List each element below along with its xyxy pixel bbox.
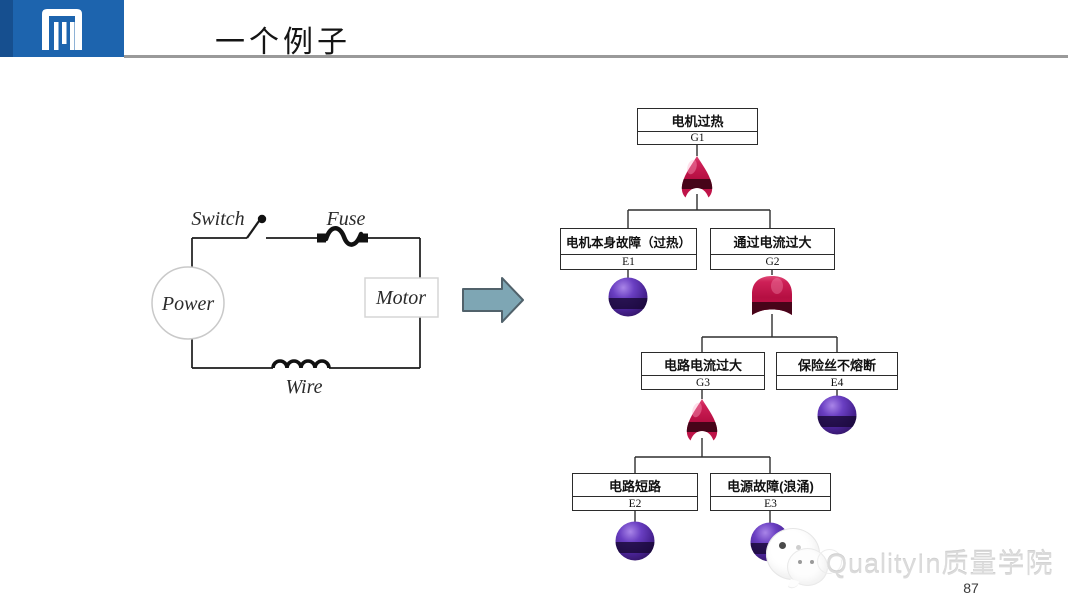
tree-node-label: 电路短路 xyxy=(608,478,661,494)
switch-symbol xyxy=(246,214,267,239)
tree-node-g3: 电路电流过大 G3 xyxy=(641,352,765,390)
switch-label: Switch xyxy=(191,208,244,230)
title-divider xyxy=(124,55,1068,58)
fuse-label: Fuse xyxy=(326,208,366,230)
tree-node-label: 电源故障(浪涌) xyxy=(727,478,814,494)
power-source-shape xyxy=(151,266,225,340)
bubble-outline-icon xyxy=(817,549,842,574)
page-number: 87 xyxy=(963,580,979,596)
logo-emblem-icon xyxy=(42,9,82,50)
tree-node-label: 通过电流过大 xyxy=(733,235,812,250)
tree-node-id: E2 xyxy=(573,496,697,510)
basic-event-icon-e1 xyxy=(608,277,648,317)
motor-shape xyxy=(364,277,439,318)
page-title: 一个例子 xyxy=(215,26,351,59)
tree-node-id: E1 xyxy=(561,254,696,269)
basic-event-icon-e4 xyxy=(817,395,857,435)
circuit-wires xyxy=(191,237,421,369)
tree-node-id: G1 xyxy=(638,131,757,144)
wire-coil-symbol xyxy=(271,359,331,369)
tree-node-label: 电机本身故障（过热） xyxy=(565,236,691,250)
power-label: Power xyxy=(161,293,214,315)
circuit-diagram: Switch Fuse Power Motor Wire xyxy=(151,208,439,398)
tree-node-id: G3 xyxy=(642,375,764,389)
tree-node-label: 电机过热 xyxy=(671,113,724,129)
tree-node-id: G2 xyxy=(711,254,834,269)
tree-node-id: E4 xyxy=(777,375,897,389)
tree-node-e3: 电源故障(浪涌) E3 xyxy=(710,473,831,511)
fuse-symbol xyxy=(317,226,368,247)
header-logo xyxy=(0,0,124,57)
or-gate-icon xyxy=(686,399,718,441)
basic-event-icon-e2 xyxy=(615,521,655,561)
tree-node-e1: 电机本身故障（过热） E1 xyxy=(560,228,697,270)
or-gate-icon xyxy=(681,156,713,198)
wire-label: Wire xyxy=(285,376,322,398)
tree-node-g2: 通过电流过大 G2 xyxy=(710,228,835,270)
tree-node-e4: 保险丝不熔断 E4 xyxy=(776,352,898,390)
tree-node-label: 电路电流过大 xyxy=(663,357,742,373)
fault-tree-diagram: 电机过热 G1 电机本身故障（过热） E1 通过电流过大 G2 电路电流过大 G… xyxy=(540,90,960,608)
right-arrow-icon xyxy=(462,277,524,323)
and-gate-icon xyxy=(752,276,792,315)
motor-label: Motor xyxy=(375,287,426,309)
logo-accent-strip xyxy=(0,0,13,57)
tree-node-e2: 电路短路 E2 xyxy=(572,473,698,511)
tree-node-label: 保险丝不熔断 xyxy=(797,357,876,373)
fault-tree-connectors xyxy=(627,145,838,523)
tree-node-g1: 电机过热 G1 xyxy=(637,108,758,145)
watermark-text: QualityIn质量学院 xyxy=(826,549,1054,579)
tree-node-id: E3 xyxy=(711,496,830,510)
